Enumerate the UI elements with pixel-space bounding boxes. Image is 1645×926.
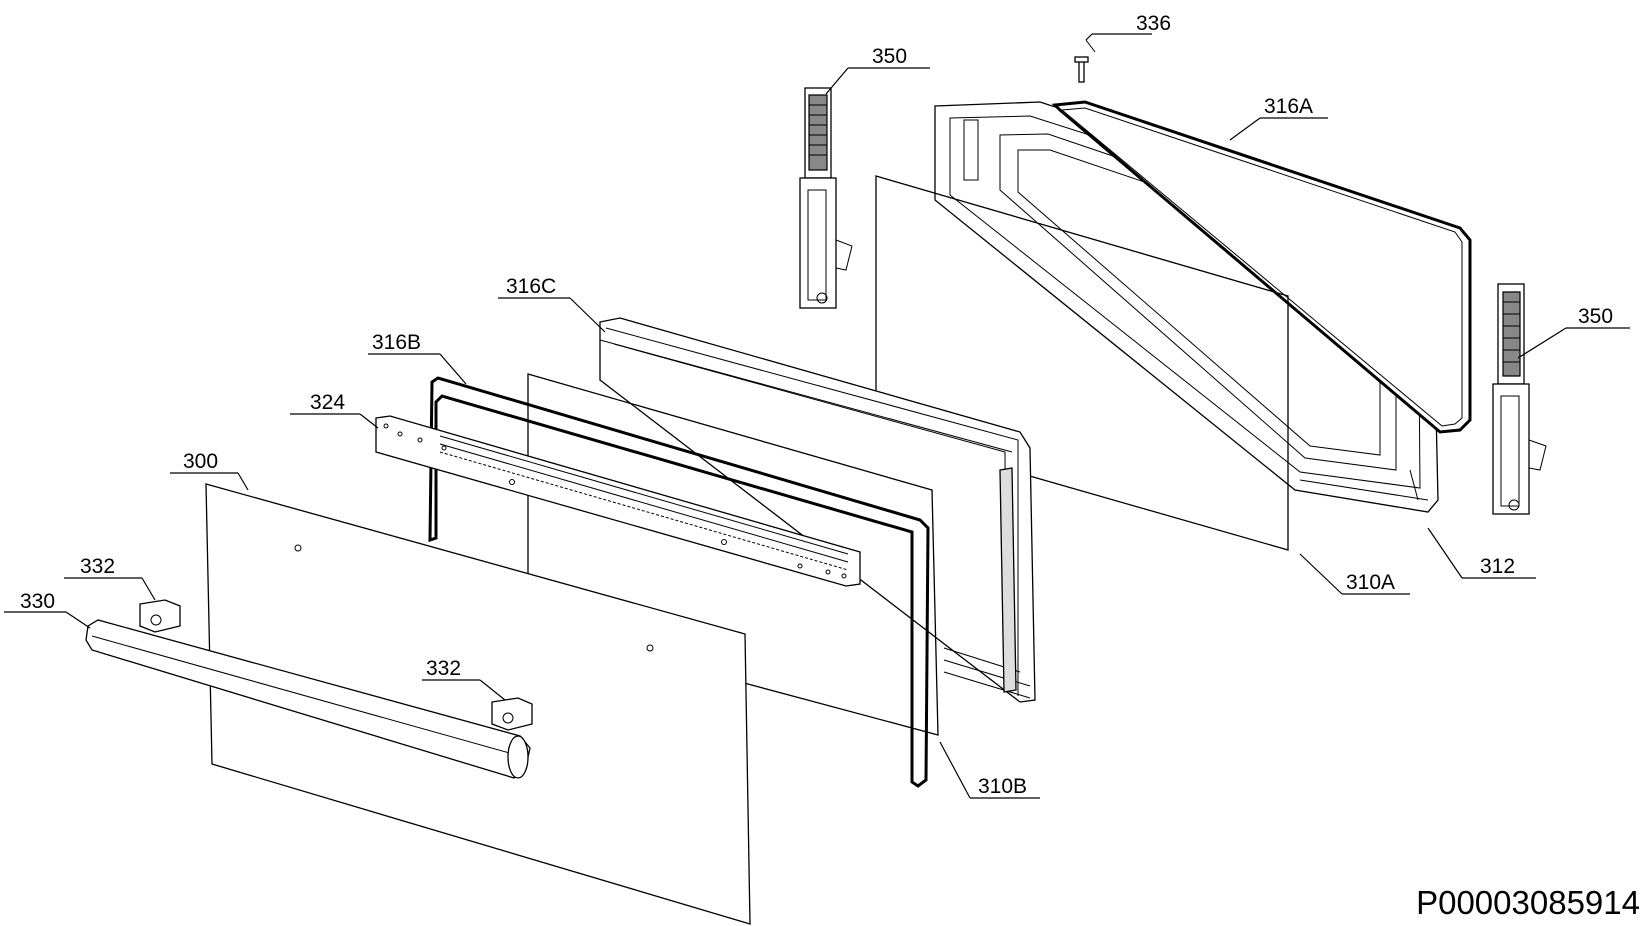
part-336-screw bbox=[1074, 33, 1152, 83]
callout-310B: 310B bbox=[978, 775, 1027, 798]
callout-350-right: 350 bbox=[1578, 305, 1613, 328]
callout-332-left: 332 bbox=[80, 555, 115, 578]
callout-310A: 310A bbox=[1346, 571, 1395, 594]
callout-336: 336 bbox=[1136, 12, 1171, 35]
part-310A-glass bbox=[875, 175, 1289, 551]
part-316A-gasket bbox=[1051, 100, 1472, 434]
part-330-handle bbox=[85, 619, 531, 779]
callout-312: 312 bbox=[1480, 555, 1515, 578]
part-316B-gasket bbox=[428, 376, 930, 788]
drawing-code: P00003085914 bbox=[1416, 884, 1640, 921]
part-332-bracket-mid bbox=[491, 697, 533, 731]
callout-330: 330 bbox=[20, 590, 55, 613]
callout-316B: 316B bbox=[372, 331, 421, 354]
callout-316A: 316A bbox=[1264, 95, 1313, 118]
part-324-bracket bbox=[375, 415, 861, 587]
callout-350-top: 350 bbox=[872, 45, 907, 68]
leader-lines bbox=[4, 67, 1630, 799]
callout-300: 300 bbox=[183, 450, 218, 473]
callout-316C: 316C bbox=[506, 275, 556, 298]
part-350-hinge-right bbox=[1492, 283, 1547, 515]
callout-332-mid: 332 bbox=[426, 657, 461, 680]
part-310B-glass bbox=[527, 373, 939, 736]
callout-324: 324 bbox=[310, 391, 345, 414]
part-350-hinge-left bbox=[799, 87, 853, 309]
part-332-bracket-left bbox=[139, 599, 181, 633]
